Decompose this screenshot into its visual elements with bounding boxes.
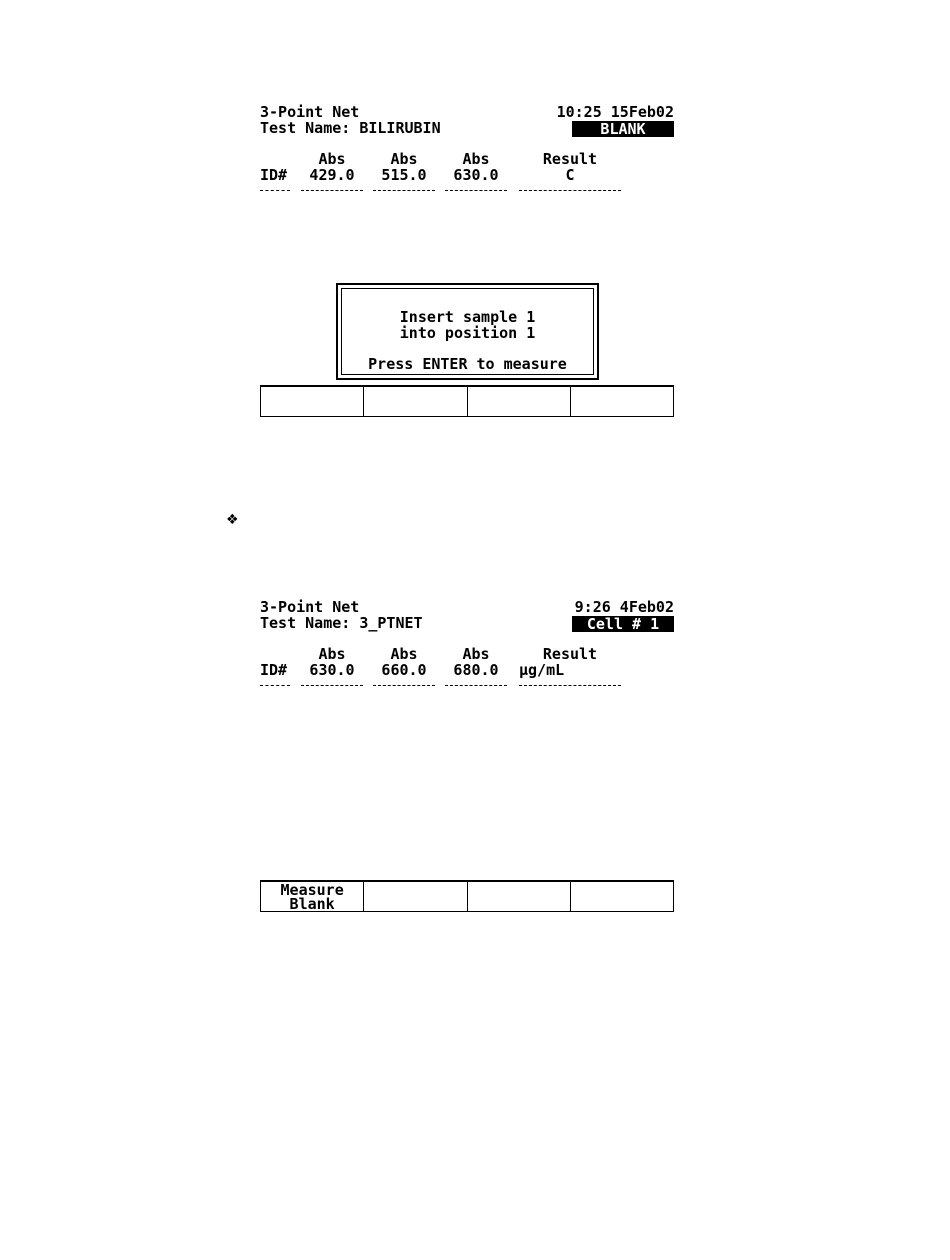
abs3-wavelength: 630.0 bbox=[445, 167, 507, 183]
dialog-line-2: into position 1 bbox=[338, 325, 597, 341]
diamond-bullet-icon: ❖ bbox=[226, 512, 239, 528]
test-name: Test Name: BILIRUBIN bbox=[260, 120, 441, 136]
separator-result bbox=[519, 685, 621, 686]
softkey-4[interactable] bbox=[571, 387, 673, 416]
mode-title: 3-Point Net bbox=[260, 104, 359, 120]
softkey-3[interactable] bbox=[468, 882, 571, 911]
softkey-1[interactable] bbox=[261, 387, 364, 416]
abs2-header: Abs bbox=[373, 151, 435, 167]
status-badge: BLANK bbox=[572, 121, 674, 137]
test-name: Test Name: 3_PTNET bbox=[260, 615, 423, 631]
instrument-screen-1: 3-Point Net 10:25 15Feb02 Test Name: BIL… bbox=[260, 104, 674, 420]
softkey-2[interactable] bbox=[364, 882, 467, 911]
separator-abs3 bbox=[445, 685, 507, 686]
abs2-wavelength: 660.0 bbox=[373, 662, 435, 678]
abs3-header: Abs bbox=[445, 646, 507, 662]
separator-id bbox=[260, 190, 290, 191]
separator-abs1 bbox=[301, 190, 363, 191]
separator-id bbox=[260, 685, 290, 686]
instrument-screen-2: 3-Point Net 9:26 4Feb02 Test Name: 3_PTN… bbox=[260, 599, 674, 915]
softkey-label-line2: Blank bbox=[290, 897, 335, 911]
result-header: Result bbox=[519, 646, 621, 662]
status-badge: Cell # 1 bbox=[572, 616, 674, 632]
result-unit: µg/mL bbox=[519, 662, 591, 678]
abs2-header: Abs bbox=[373, 646, 435, 662]
dialog-line-3: Press ENTER to measure bbox=[338, 356, 597, 372]
abs3-header: Abs bbox=[445, 151, 507, 167]
id-header: ID# bbox=[260, 167, 287, 183]
abs3-wavelength: 680.0 bbox=[445, 662, 507, 678]
abs1-header: Abs bbox=[301, 151, 363, 167]
datetime: 9:26 4Feb02 bbox=[575, 599, 674, 615]
abs1-header: Abs bbox=[301, 646, 363, 662]
result-header: Result bbox=[519, 151, 621, 167]
softkey-bar bbox=[260, 385, 674, 417]
prompt-dialog: Insert sample 1 into position 1 Press EN… bbox=[336, 283, 599, 380]
mode-title: 3-Point Net bbox=[260, 599, 359, 615]
dialog-line-1: Insert sample 1 bbox=[338, 309, 597, 325]
abs1-wavelength: 429.0 bbox=[301, 167, 363, 183]
separator-abs2 bbox=[373, 190, 435, 191]
abs1-wavelength: 630.0 bbox=[301, 662, 363, 678]
softkey-3[interactable] bbox=[468, 387, 571, 416]
result-unit: C bbox=[519, 167, 621, 183]
softkey-2[interactable] bbox=[364, 387, 467, 416]
abs2-wavelength: 515.0 bbox=[373, 167, 435, 183]
separator-abs3 bbox=[445, 190, 507, 191]
id-header: ID# bbox=[260, 662, 287, 678]
separator-abs2 bbox=[373, 685, 435, 686]
separator-result bbox=[519, 190, 621, 191]
separator-abs1 bbox=[301, 685, 363, 686]
softkey-4[interactable] bbox=[571, 882, 673, 911]
datetime: 10:25 15Feb02 bbox=[557, 104, 674, 120]
